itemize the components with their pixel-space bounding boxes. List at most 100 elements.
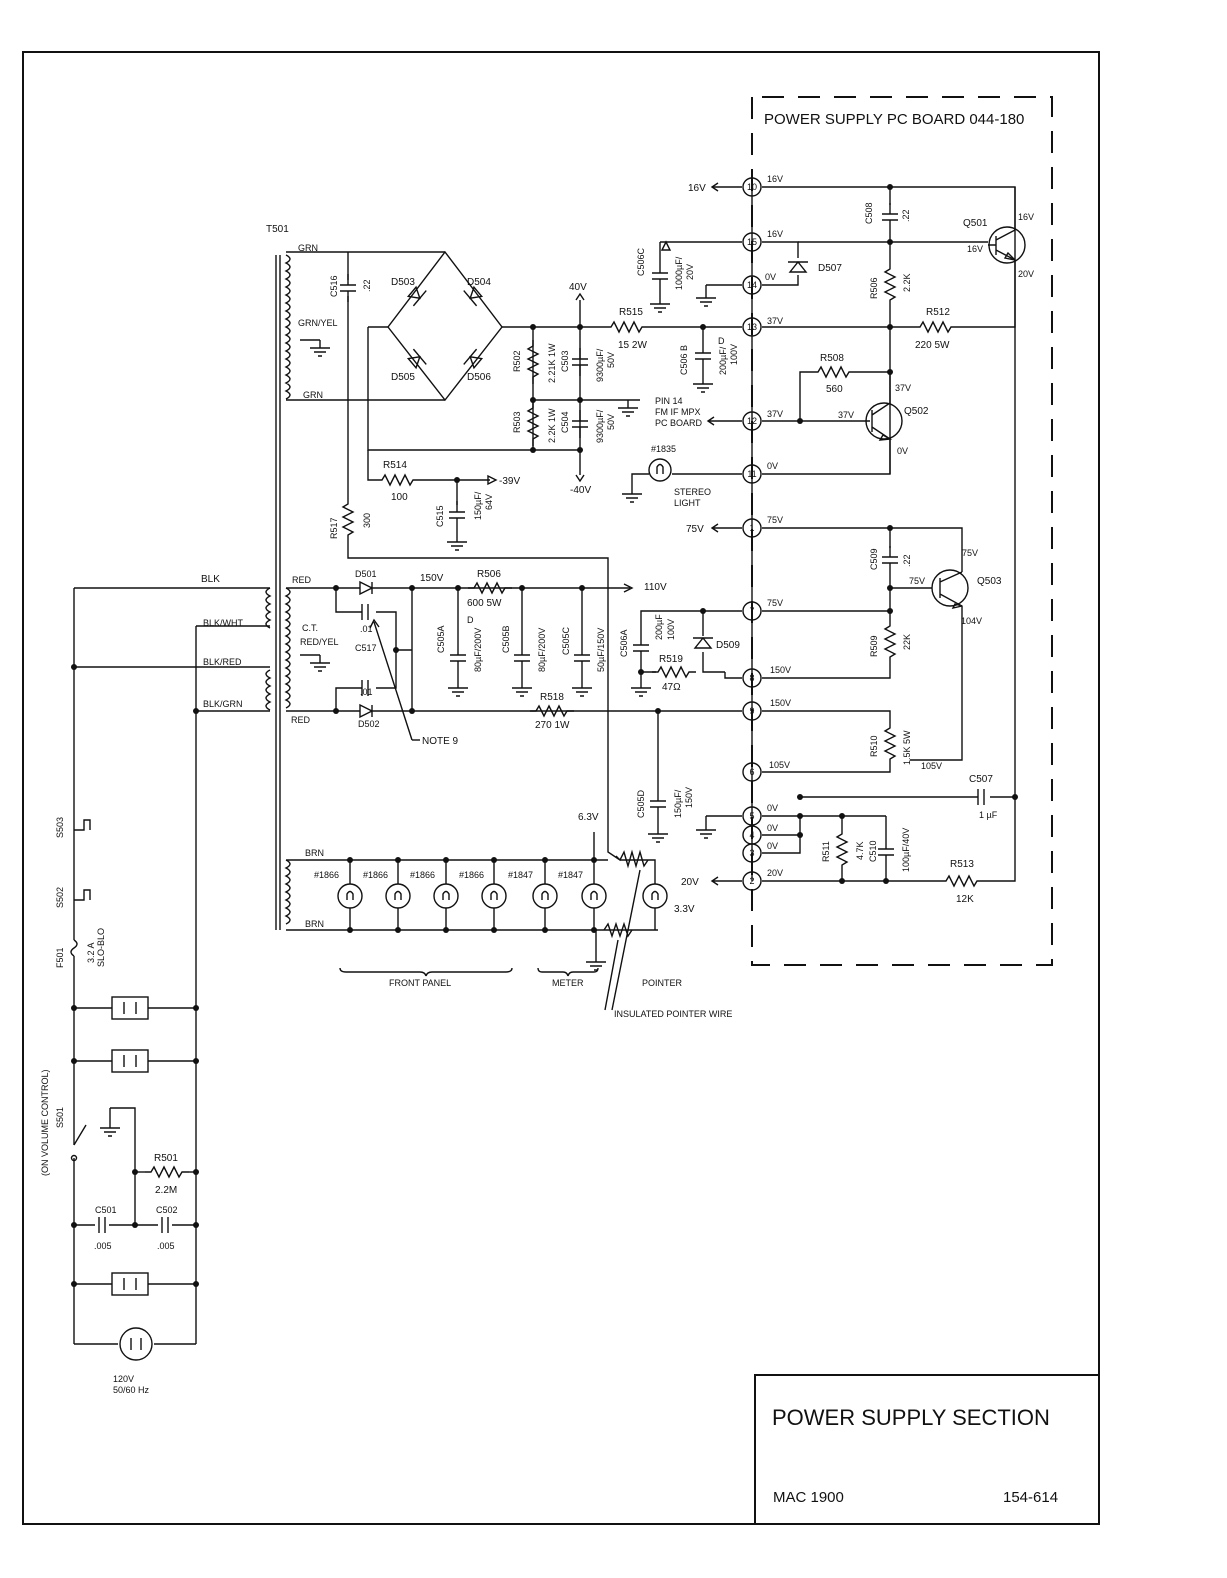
d506-label: D506 xyxy=(467,372,491,383)
pin-8 xyxy=(742,668,762,688)
mains-voltage: 120V xyxy=(113,1374,134,1384)
c505b-ref: C505B xyxy=(501,625,511,653)
q503-region xyxy=(710,523,969,773)
r519-ref: R519 xyxy=(659,654,683,665)
v150-label: 150V xyxy=(420,573,444,584)
pin-13 xyxy=(742,317,762,337)
d507-label: D507 xyxy=(818,263,842,274)
lead-blk-grn: BLK/GRN xyxy=(203,699,243,709)
c505d xyxy=(647,708,669,843)
pin-num-10: 10 xyxy=(747,182,757,192)
r509-ref: R509 xyxy=(869,635,879,657)
c506a-val: 200µF xyxy=(654,614,664,640)
q503-ref: Q503 xyxy=(977,576,1002,587)
s503-label: S503 xyxy=(55,817,65,838)
pin-num-14: 14 xyxy=(747,280,757,290)
c505a-val: 80µF/200V xyxy=(473,628,483,672)
c502-val: .005 xyxy=(157,1241,175,1251)
c505a-ref: C505A xyxy=(436,625,446,653)
pin-v-14: 0V xyxy=(765,272,776,282)
r510-node: 105V xyxy=(921,761,942,771)
ground-bus xyxy=(695,187,1018,887)
pin-v-12: 37V xyxy=(767,409,783,419)
c506a-ref: C506A xyxy=(619,629,629,657)
pin-num-15: 15 xyxy=(747,237,757,247)
group-pointer: POINTER xyxy=(642,978,683,988)
hv-filter xyxy=(447,582,593,717)
lead-blk: BLK xyxy=(201,574,220,585)
c517-val1: .01 xyxy=(360,624,373,634)
vm39-label: -39V xyxy=(499,476,520,487)
pin-v-7: 75V xyxy=(767,598,783,608)
c505d-val: 150µF/ xyxy=(673,789,683,818)
c505c-ref: C505C xyxy=(561,626,571,655)
lamp-5: #1847 xyxy=(508,870,533,880)
s501-label: S501 xyxy=(55,1107,65,1128)
r517-val: 300 xyxy=(362,513,372,528)
lead-grn-yel: GRN/YEL xyxy=(298,318,338,328)
pin-12 xyxy=(742,411,762,431)
c517-val2: .01 xyxy=(360,687,373,697)
pin-3 xyxy=(742,843,762,863)
transformer-t501 xyxy=(265,254,291,930)
lamp-6: #1847 xyxy=(558,870,583,880)
pin-num-11: 11 xyxy=(747,469,756,479)
pin-num-12: 12 xyxy=(747,416,757,426)
pin2-ext: 20V xyxy=(681,877,699,888)
r515-ref: R515 xyxy=(619,307,643,318)
pin-num-1: 1 xyxy=(749,523,754,533)
lamp-2: #1866 xyxy=(363,870,388,880)
pin-num-9: 9 xyxy=(749,706,754,716)
c510-ref: C510 xyxy=(868,840,878,862)
c508-ref: C508 xyxy=(864,202,874,224)
pin1-ext: 75V xyxy=(686,524,704,535)
pin-num-2: 2 xyxy=(749,876,754,886)
r502-ref: R502 xyxy=(512,350,522,372)
c506b-val: 200µF/ xyxy=(718,346,728,375)
r501-ref: R501 xyxy=(154,1153,178,1164)
lamp-4: #1866 xyxy=(459,870,484,880)
c506c-d507 xyxy=(649,240,808,313)
pin-14 xyxy=(742,275,762,295)
group-meter: METER xyxy=(552,978,584,988)
c504-volt: 50V xyxy=(606,414,616,430)
d503-label: D503 xyxy=(391,277,415,288)
r513-ref: R513 xyxy=(950,859,974,870)
r506a-ref: R506 xyxy=(869,277,879,299)
c505b-val: 80µF/200V xyxy=(537,628,547,672)
c503-volt: 50V xyxy=(606,352,616,368)
pin14-note-3: PC BOARD xyxy=(655,418,703,428)
pin-num-6: 6 xyxy=(749,767,754,777)
c504-val: 9300µF/ xyxy=(595,409,605,443)
mains-frequency: 50/60 Hz xyxy=(113,1385,150,1395)
q502-ref: Q502 xyxy=(904,406,929,417)
pin-v-8: 150V xyxy=(770,665,791,675)
d504-label: D504 xyxy=(467,277,491,288)
mains-circuit xyxy=(70,587,270,1361)
f501-label: F501 xyxy=(55,947,65,968)
f501-rating: 3.2 A xyxy=(86,942,96,963)
c506c-val: 1000µF/ xyxy=(674,256,684,290)
c501-ref: C501 xyxy=(95,1205,117,1215)
lamp1835-l1: STEREO xyxy=(674,487,711,497)
pin-v-6: 105V xyxy=(769,760,790,770)
pin-v-4: 0V xyxy=(767,823,778,833)
filter-caps-r502-r503 xyxy=(527,292,640,483)
r508-val: 560 xyxy=(826,384,843,395)
lamp-3: #1866 xyxy=(410,870,435,880)
c506c-ref: C506C xyxy=(636,247,646,276)
c505c-val: 50µF/150V xyxy=(596,628,606,672)
r515-val: 15 2W xyxy=(618,340,647,351)
note9-label: NOTE 9 xyxy=(422,736,459,747)
lamp1835-ref: #1835 xyxy=(651,444,676,454)
lead-brn-1: BRN xyxy=(305,848,324,858)
pin-voltages: 16V 16V 0V 37V 37V 0V 75V 75V 150V 150V … xyxy=(765,174,791,878)
pin-num-13: 13 xyxy=(747,322,757,332)
v40-label: 40V xyxy=(569,282,587,293)
r510-val: 1.5K 5W xyxy=(902,730,912,765)
lead-red-2: RED xyxy=(291,715,311,725)
lead-red-1: RED xyxy=(292,575,312,585)
v63-label: 6.3V xyxy=(578,812,599,823)
pin-v-2: 20V xyxy=(767,868,783,878)
